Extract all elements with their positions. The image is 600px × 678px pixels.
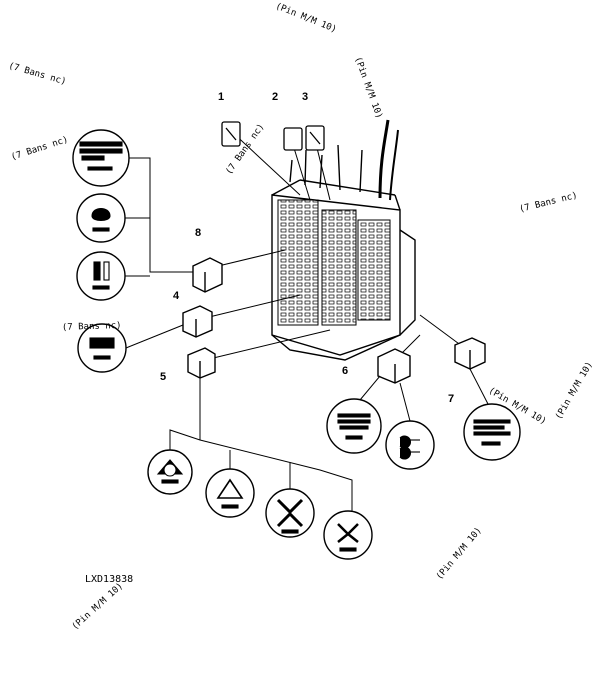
label-top-right-wire: (Pin M/M 10) [352,56,384,121]
top-relay-2 [283,125,325,151]
label-right-top: (7 Bans nc) [518,191,578,215]
headlamp-icon [92,261,110,290]
text-block-icon-2 [337,413,371,440]
relay-right-far [454,337,486,370]
top-relay-1 [221,121,241,147]
callout-5: 5 [160,371,166,383]
connector-lines [125,157,489,511]
label-right-side: (Pin M/M 10) [554,360,595,421]
relay-right-mid [377,348,411,384]
callout-numbers: 1 2 3 4 5 6 7 8 [160,91,454,405]
warning-lamp-icon [156,459,184,484]
relay-left-lower [187,347,216,379]
hazard-triangle-icon [216,478,244,509]
label-bottom-left: (Pin M/M 10) [70,581,125,632]
callout-4: 4 [173,290,180,302]
callout-8: 8 [195,227,201,239]
label-top-center: (Pin M/M 10) [274,2,338,36]
relay-label-circle-9 [205,468,255,518]
fan-icon [337,523,359,552]
work-light-icon [276,498,304,534]
callout-7: 7 [448,393,454,405]
relay-left-mid [182,305,213,338]
relay-left-upper [192,257,223,293]
callout-3: 3 [302,91,308,103]
callout-6: 6 [342,365,348,377]
callout-1: 1 [218,91,224,103]
callout-2: 2 [272,91,278,103]
gauge-icon [91,207,111,232]
label-top-left: (7 Bans nc) [7,61,67,87]
relay-label-circle-3 [76,251,126,301]
lamp-icon [399,435,420,460]
reference-number: LXD13838 [85,574,133,585]
horn-icon [89,337,115,360]
label-bottom-right: (Pin M/M 10) [435,526,484,582]
label-left-mid: (7 Bans nc) [10,135,70,163]
text-block-icon-3 [473,419,511,446]
text-block-icon [79,141,123,171]
fuse-relay-box [271,119,416,361]
label-left-lower: (7 Bans nc) [62,321,122,333]
